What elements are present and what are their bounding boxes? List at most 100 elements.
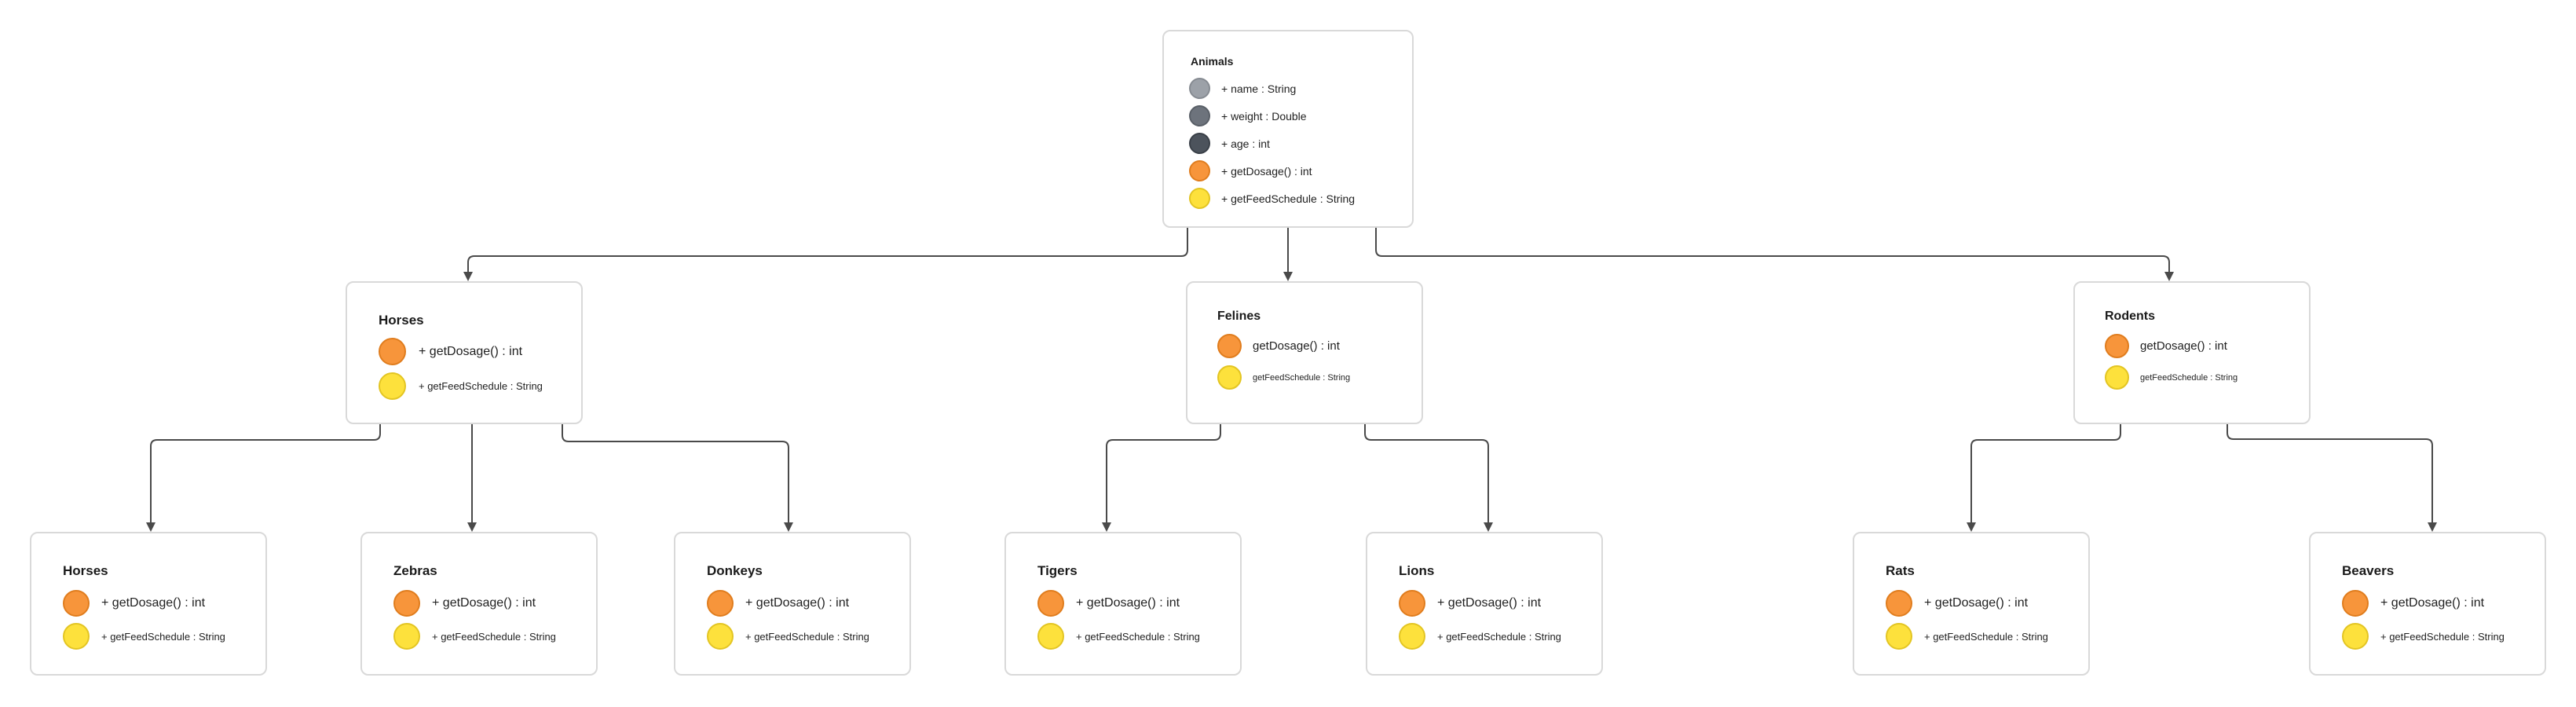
connector-felines-lions <box>1364 424 1493 532</box>
member-label: + getDosage() : int <box>1221 164 1312 178</box>
member-label: + getFeedSchedule : String <box>419 380 543 392</box>
member-label: + getDosage() : int <box>101 596 206 610</box>
class-box-donkeys[interactable]: Donkeys + getDosage() : int + getFeedSch… <box>674 532 911 676</box>
member-label: getFeedSchedule : String <box>2140 372 2238 383</box>
member-label: + getFeedSchedule : String <box>1924 630 2048 643</box>
class-box-rodents[interactable]: Rodents getDosage() : int getFeedSchedul… <box>2073 281 2311 424</box>
member-row: + getFeedSchedule : String <box>1886 623 2048 650</box>
yellow-circle-icon <box>2105 365 2129 390</box>
member-row: + getFeedSchedule : String <box>379 372 543 400</box>
class-box-horses-group[interactable]: Horses + getDosage() : int + getFeedSche… <box>346 281 583 424</box>
orange-circle-icon <box>2105 334 2129 358</box>
class-title: Lions <box>1399 563 1435 578</box>
member-row: + weight : Double <box>1189 105 1307 126</box>
class-title: Donkeys <box>707 563 763 578</box>
member-label: + age : int <box>1221 137 1270 150</box>
orange-circle-icon <box>1886 590 1912 617</box>
member-label: + getDosage() : int <box>432 596 536 610</box>
class-title: Horses <box>379 313 424 328</box>
class-box-zebras[interactable]: Zebras + getDosage() : int + getFeedSche… <box>360 532 598 676</box>
member-label: + getFeedSchedule : String <box>1437 630 1561 643</box>
member-label: + getDosage() : int <box>1076 596 1180 610</box>
member-label: getDosage() : int <box>2140 339 2227 353</box>
class-box-felines[interactable]: Felines getDosage() : int getFeedSchedul… <box>1186 281 1423 424</box>
member-row: + getDosage() : int <box>393 590 536 617</box>
member-row: + name : String <box>1189 78 1296 99</box>
class-box-beavers[interactable]: Beavers + getDosage() : int + getFeedSch… <box>2309 532 2546 676</box>
member-row: + getDosage() : int <box>707 590 849 617</box>
orange-circle-icon <box>1037 590 1064 617</box>
class-title: Rats <box>1886 563 1915 578</box>
member-label: + getFeedSchedule : String <box>1221 192 1356 205</box>
member-row: + getDosage() : int <box>2342 590 2484 617</box>
orange-circle-icon <box>63 590 90 617</box>
member-row: getFeedSchedule : String <box>1217 365 1350 390</box>
member-label: + getFeedSchedule : String <box>745 630 869 643</box>
gray-light-circle-icon <box>1189 78 1210 99</box>
member-label: + getFeedSchedule : String <box>2380 630 2505 643</box>
class-title: Horses <box>63 563 108 578</box>
member-row: getFeedSchedule : String <box>2105 365 2238 390</box>
orange-circle-icon <box>2342 590 2369 617</box>
member-row: + getDosage() : int <box>1399 590 1541 617</box>
connector-horses-horses <box>146 424 381 532</box>
class-box-animals[interactable]: Animals + name : String + weight : Doubl… <box>1162 30 1414 228</box>
yellow-circle-icon <box>2342 623 2369 650</box>
member-label: + getFeedSchedule : String <box>101 630 225 643</box>
member-label: + getFeedSchedule : String <box>432 630 556 643</box>
class-title: Felines <box>1217 310 1261 323</box>
class-title: Rodents <box>2105 310 2155 323</box>
connector-rodents-rats <box>1967 424 2121 532</box>
yellow-circle-icon <box>707 623 734 650</box>
member-label: + getDosage() : int <box>419 344 523 358</box>
member-row: getDosage() : int <box>1217 334 1340 358</box>
member-label: + weight : Double <box>1221 109 1307 123</box>
class-box-rats[interactable]: Rats + getDosage() : int + getFeedSchedu… <box>1853 532 2090 676</box>
orange-circle-icon <box>379 338 406 365</box>
yellow-circle-icon <box>1886 623 1912 650</box>
member-row: + getFeedSchedule : String <box>63 623 225 650</box>
member-row: + getFeedSchedule : String <box>2342 623 2505 650</box>
member-row: + getFeedSchedule : String <box>1037 623 1200 650</box>
member-row: + getFeedSchedule : String <box>1189 188 1355 209</box>
member-label: + getDosage() : int <box>2380 596 2485 610</box>
orange-circle-icon <box>393 590 420 617</box>
orange-circle-icon <box>1189 160 1210 181</box>
member-label: getDosage() : int <box>1253 339 1340 353</box>
connector-rodents-beavers <box>2227 424 2437 532</box>
orange-circle-icon <box>707 590 734 617</box>
orange-circle-icon <box>1399 590 1425 617</box>
yellow-circle-icon <box>393 623 420 650</box>
yellow-circle-icon <box>1189 188 1210 209</box>
yellow-circle-icon <box>1217 365 1242 390</box>
class-title: Beavers <box>2342 563 2395 578</box>
member-row: + getDosage() : int <box>1037 590 1180 617</box>
orange-circle-icon <box>1217 334 1242 358</box>
connector-felines-tigers <box>1102 424 1221 532</box>
class-box-lions[interactable]: Lions + getDosage() : int + getFeedSched… <box>1366 532 1603 676</box>
yellow-circle-icon <box>1399 623 1425 650</box>
member-row: + getDosage() : int <box>1886 590 2028 617</box>
gray-dark-circle-icon <box>1189 133 1210 154</box>
member-row: + getFeedSchedule : String <box>393 623 556 650</box>
member-label: getFeedSchedule : String <box>1253 372 1351 383</box>
yellow-circle-icon <box>1037 623 1064 650</box>
member-label: + getDosage() : int <box>1437 596 1542 610</box>
class-title: Animals <box>1191 55 1234 68</box>
member-label: + getFeedSchedule : String <box>1076 630 1200 643</box>
member-row: + getFeedSchedule : String <box>1399 623 1561 650</box>
class-box-horses[interactable]: Horses + getDosage() : int + getFeedSche… <box>30 532 267 676</box>
member-label: + getDosage() : int <box>1924 596 2029 610</box>
class-box-tigers[interactable]: Tigers + getDosage() : int + getFeedSche… <box>1004 532 1242 676</box>
yellow-circle-icon <box>379 372 406 400</box>
member-label: + getDosage() : int <box>745 596 850 610</box>
member-row: + getDosage() : int <box>379 338 522 365</box>
member-row: + getFeedSchedule : String <box>707 623 869 650</box>
gray-mid-circle-icon <box>1189 105 1210 126</box>
connector-animals-rodents <box>1375 228 2174 281</box>
connector-animals-horses <box>463 228 1188 281</box>
member-row: + age : int <box>1189 133 1270 154</box>
connector-horses-donkeys <box>562 424 793 532</box>
member-label: + name : String <box>1221 82 1297 95</box>
